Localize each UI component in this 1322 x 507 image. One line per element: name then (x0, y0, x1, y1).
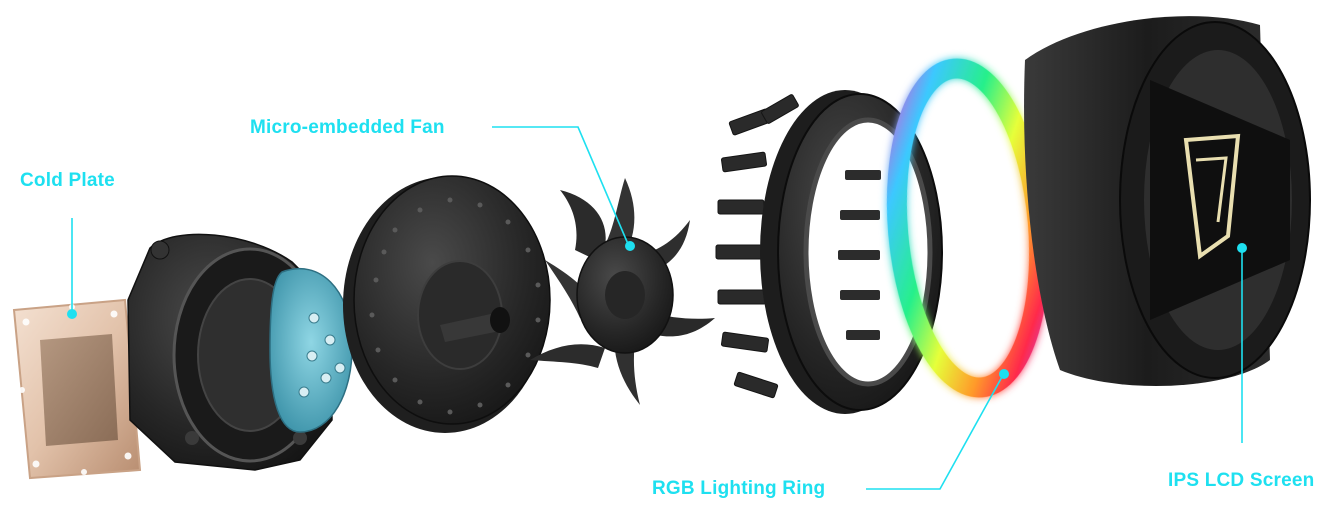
callout-dots (67, 241, 1247, 379)
fan-impeller (530, 178, 715, 405)
dot-ips (1237, 243, 1247, 253)
leader-fan (492, 126, 629, 245)
cold-plate (12, 298, 142, 480)
dot-fan (625, 241, 635, 251)
dot-rgb (999, 369, 1009, 379)
label-ips-lcd-screen: IPS LCD Screen (1168, 470, 1315, 491)
rotor-disc (343, 175, 551, 433)
leader-rgb (866, 374, 1004, 490)
callout-lines (71, 126, 1243, 490)
label-cold-plate: Cold Plate (20, 170, 115, 191)
label-micro-embedded-fan: Micro-embedded Fan (250, 117, 445, 138)
pump-pcb (269, 267, 353, 433)
ips-lcd-cap (1024, 16, 1311, 387)
label-rgb-lighting-ring: RGB Lighting Ring (652, 478, 826, 499)
dot-cold-plate (67, 309, 77, 319)
